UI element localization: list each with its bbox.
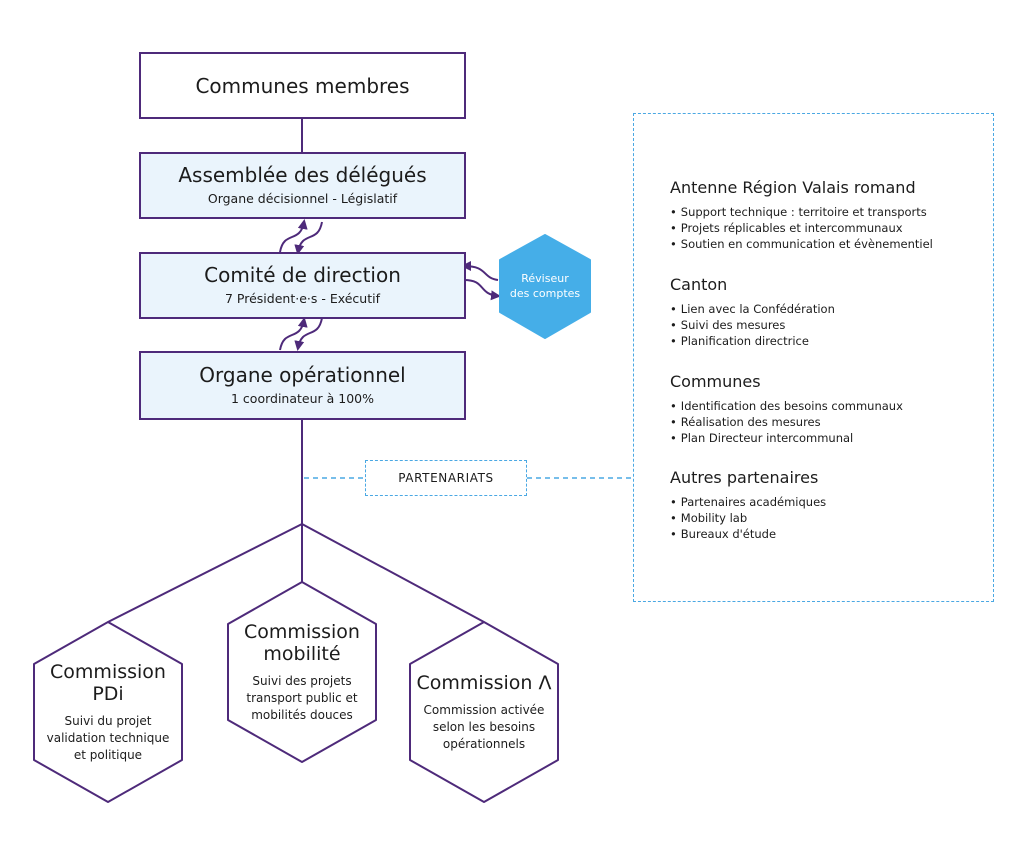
assemblee-subtitle: Organe décisionnel - Législatif xyxy=(207,191,398,206)
partner-item: Plan Directeur intercommunal xyxy=(670,430,903,446)
organe-subtitle: 1 coordinateur à 100% xyxy=(231,391,374,406)
commission-desc-line: Commission activée xyxy=(423,702,545,717)
commission-lambda-desc: Commission activée selon les besoins opé… xyxy=(424,702,545,753)
reviseur-line1: Réviseur xyxy=(521,272,569,285)
communes-membres-title: Communes membres xyxy=(195,73,410,98)
partner-item: Réalisation des mesures xyxy=(670,414,903,430)
partner-section-autres: Autres partenaires Partenaires académiqu… xyxy=(670,468,826,542)
assemblee-title: Assemblée des délégués xyxy=(178,163,427,187)
reviseur-hexagon xyxy=(499,234,591,339)
arrow-comite-to-assemblee xyxy=(279,219,308,253)
partner-title: Antenne Région Valais romand xyxy=(670,178,916,197)
partenariats-label: PARTENARIATS xyxy=(365,460,527,496)
partner-item: Bureaux d'étude xyxy=(670,526,826,542)
commission-mobilite-hexagon xyxy=(227,581,377,763)
commission-mobilite-title-line1: Commission xyxy=(244,620,360,643)
arrow-organe-to-comite xyxy=(294,317,323,351)
partner-title: Communes xyxy=(670,372,761,391)
comite-box: Comité de direction 7 Président·e·s - Ex… xyxy=(139,252,466,319)
commission-pdi-desc: Suivi du projet validation technique et … xyxy=(47,713,170,764)
reviseur-line2: des comptes xyxy=(509,287,581,300)
partner-section-antenne: Antenne Région Valais romand Support tec… xyxy=(670,178,933,252)
partners-panel: Antenne Région Valais romand Support tec… xyxy=(633,113,994,602)
partner-item: Lien avec la Confédération xyxy=(670,301,835,317)
arrow-assemblee-to-comite xyxy=(294,221,323,255)
commission-desc-line: et politique xyxy=(73,747,143,762)
partner-item: Planification directrice xyxy=(670,333,835,349)
partner-section-canton: Canton Lien avec la Confédération Suivi … xyxy=(670,275,835,349)
commission-desc-line: transport public et xyxy=(246,690,358,705)
commission-desc-line: validation technique xyxy=(46,730,170,745)
commission-lambda-text: Commission Λ Commission activée selon le… xyxy=(414,662,554,762)
commission-desc-line: mobilités douces xyxy=(251,707,353,722)
partner-item: Partenaires académiques xyxy=(670,494,826,510)
communes-membres-box: Communes membres xyxy=(139,52,466,119)
partner-item: Suivi des mesures xyxy=(670,317,835,333)
commission-mobilite-desc: Suivi des projets transport public et mo… xyxy=(246,673,357,724)
commission-mobilite-text: Commission mobilité Suivi des projets tr… xyxy=(232,612,372,732)
organe-box: Organe opérationnel 1 coordinateur à 100… xyxy=(139,351,466,420)
commission-pdi-title-line2: PDi xyxy=(92,682,124,705)
arrow-reviseur-to-comite xyxy=(461,261,499,281)
reviseur-label: Réviseur des comptes xyxy=(500,260,590,312)
commission-desc-line: opérationnels xyxy=(442,736,526,751)
comite-subtitle: 7 Président·e·s - Exécutif xyxy=(224,291,380,306)
branch-left xyxy=(107,523,303,623)
commission-desc-line: Suivi du projet xyxy=(64,713,152,728)
assemblee-box: Assemblée des délégués Organe décisionne… xyxy=(139,152,466,219)
commission-pdi-hexagon xyxy=(33,621,183,803)
commission-lambda-title-line1: Commission Λ xyxy=(416,671,552,694)
partner-item: Identification des besoins communaux xyxy=(670,398,903,414)
partner-title: Canton xyxy=(670,275,728,294)
organe-title: Organe opérationnel xyxy=(199,363,406,387)
partner-item: Mobility lab xyxy=(670,510,826,526)
partner-item: Soutien en communication et évènementiel xyxy=(670,236,933,252)
commission-desc-line: selon les besoins xyxy=(432,719,536,734)
commission-lambda-hexagon xyxy=(409,621,559,803)
commission-pdi-text: Commission PDi Suivi du projet validatio… xyxy=(38,652,178,772)
partner-item: Projets réplicables et intercommunaux xyxy=(670,220,933,236)
commission-desc-line: Suivi des projets xyxy=(252,673,352,688)
commission-mobilite-title-line2: mobilité xyxy=(263,642,341,665)
partner-title: Autres partenaires xyxy=(670,468,819,487)
comite-title: Comité de direction xyxy=(204,263,401,287)
partner-item: Support technique : territoire et transp… xyxy=(670,204,933,220)
commission-pdi-title-line1: Commission xyxy=(50,660,166,683)
partner-section-communes: Communes Identification des besoins comm… xyxy=(670,372,903,446)
branch-right xyxy=(301,523,485,623)
arrow-comite-to-reviseur xyxy=(463,279,501,301)
arrow-comite-to-organe xyxy=(279,317,308,351)
